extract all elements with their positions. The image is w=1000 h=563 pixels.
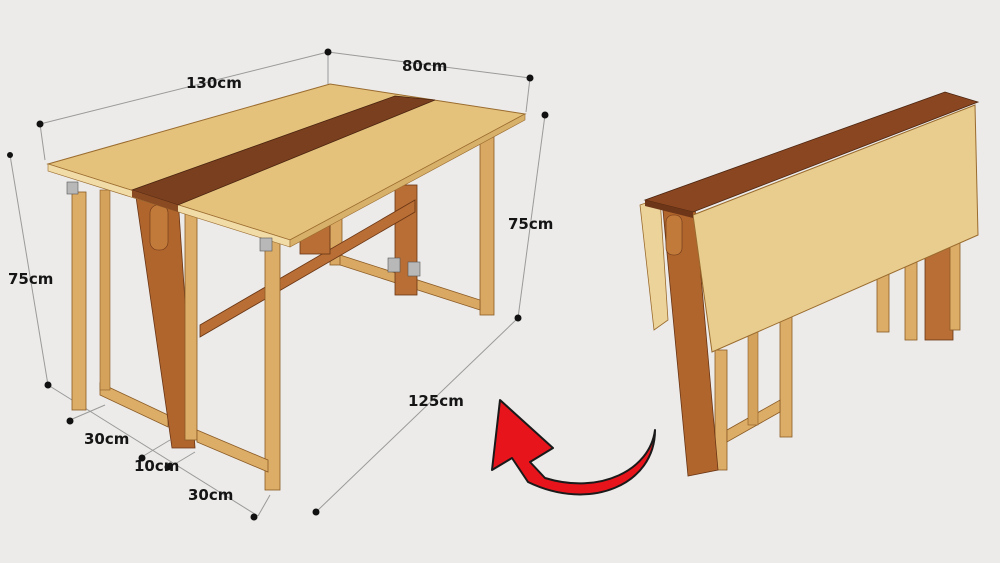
unfold-arrow-icon (491, 399, 656, 496)
dim-leaf-offset-right: 30cm (188, 486, 234, 504)
dim-top-width: 80cm (402, 57, 448, 75)
folded-table (639, 91, 980, 477)
open-table (46, 83, 527, 491)
dim-top-length: 130cm (186, 74, 242, 92)
dimension-endpoints (7, 48, 549, 521)
dim-center-width: 10cm (134, 457, 180, 475)
dim-height-front: 75cm (8, 270, 54, 288)
dim-height-back: 75cm (508, 215, 554, 233)
dim-leaf-offset-left: 30cm (84, 430, 130, 448)
dim-base-length: 125cm (408, 392, 464, 410)
